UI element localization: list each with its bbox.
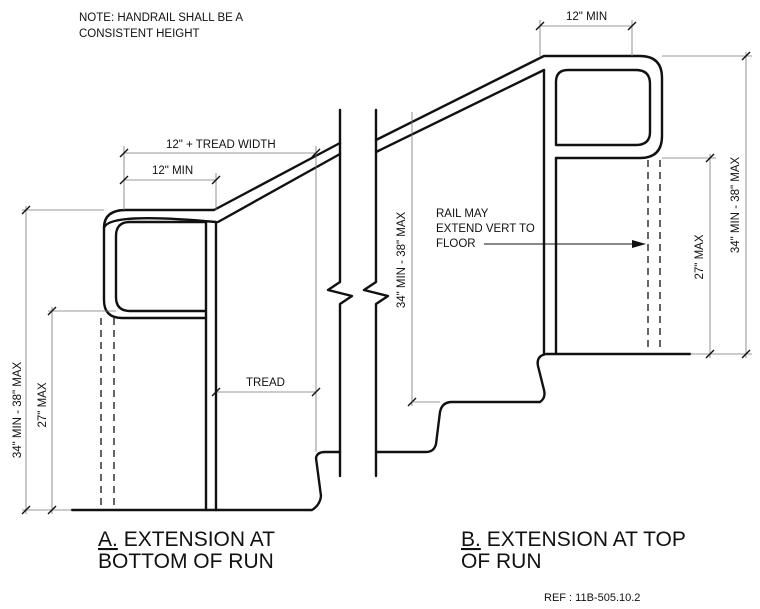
detail-a-caption-line-1: A. EXTENSION AT [98,528,275,551]
dimension-a-height-label: 34" MIN - 38" MAX [12,361,24,458]
dimension-b-12-min [535,20,637,56]
detail-a-handrail [102,141,342,512]
detail-b-letter: B. [461,528,481,551]
detail-b-handrail [374,54,664,356]
detail-b-note-arrow [484,240,646,248]
detail-b-title-line-1: EXTENSION AT TOP [487,528,686,551]
dimension-a-27-max [47,306,116,515]
dimension-a-tread-label: TREAD [246,377,285,389]
dimension-a-height [21,205,104,515]
detail-b-note-line-3: FLOOR [436,238,476,250]
center-break-lines [326,108,390,478]
note-line-2: CONSISTENT HEIGHT [79,28,200,40]
dimension-b-height-left-label: 34" MIN - 38" MAX [396,211,408,308]
dimension-b-27-max-label: 27" MAX [694,234,706,279]
detail-a-title-line-1: EXTENSION AT [124,528,275,551]
detail-b-title-line-2: OF RUN [461,550,542,573]
dimension-a-12-min-label: 12" MIN [152,165,193,177]
dimension-b-27-max [662,153,716,359]
detail-a-letter: A. [98,528,118,551]
detail-b-note-line-2: EXTEND VERT TO [436,223,535,235]
reference-label: REF : 11B-505.10.2 [544,592,640,604]
dimension-a-tread [211,170,321,452]
dimension-a-tread-width-label: 12" + TREAD WIDTH [166,139,276,151]
detail-b-stair-profile [374,352,692,454]
detail-a-floor [70,450,342,512]
dimension-b-height-right [662,51,752,359]
dimension-b-height-left [407,112,440,407]
detail-a-title-line-2: BOTTOM OF RUN [98,550,274,573]
detail-b-caption-line-1: B. EXTENSION AT TOP [461,528,686,551]
dimension-a-27-max-label: 27" MAX [37,382,49,427]
dimension-b-12-min-label: 12" MIN [566,11,607,23]
detail-b-note-line-1: RAIL MAY [436,208,489,220]
note-line-1: NOTE: HANDRAIL SHALL BE A [79,12,243,24]
dimension-a-tread-width [119,146,321,210]
dimension-a-12-min [119,173,221,210]
dimension-b-height-right-label: 34" MIN - 38" MAX [730,156,742,253]
